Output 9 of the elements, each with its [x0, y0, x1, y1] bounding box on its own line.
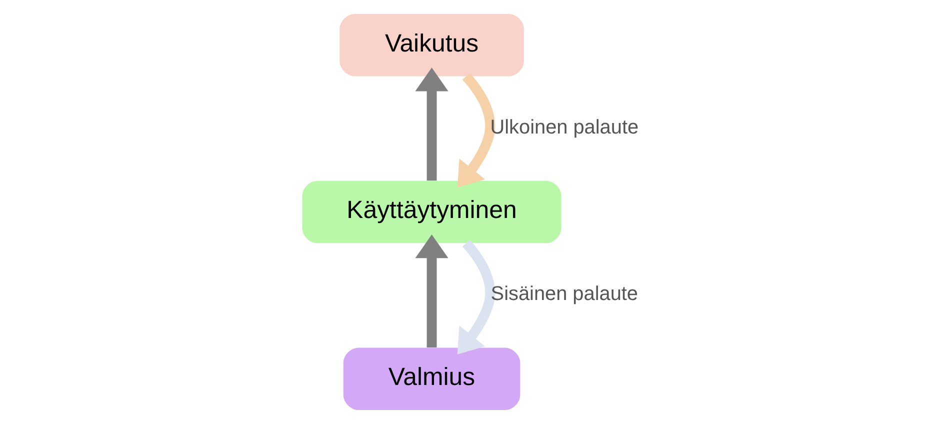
- arrow: [456, 72, 495, 187]
- edge-label: Ulkoinen palaute: [490, 116, 638, 138]
- arrow: [414, 67, 448, 180]
- node-box: Valmius: [342, 347, 520, 410]
- node-box: Käyttäytyminen: [302, 180, 561, 243]
- arrow: [414, 234, 448, 347]
- edge-label: Sisäinen palaute: [490, 282, 638, 305]
- node-box: Vaikutus: [339, 13, 524, 76]
- arrow: [456, 239, 495, 354]
